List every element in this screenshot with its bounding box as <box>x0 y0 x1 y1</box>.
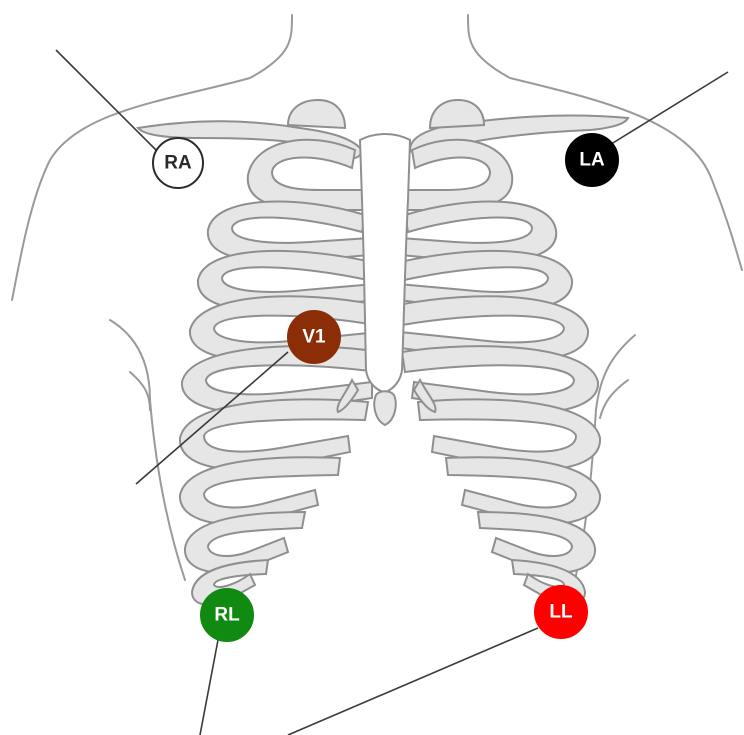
ll-electrode-label: LL <box>549 602 573 623</box>
ll-electrode[interactable]: LL <box>535 586 587 638</box>
rl-lead-wire <box>200 640 218 735</box>
ra-electrode[interactable]: RA <box>153 138 203 188</box>
v1-electrode[interactable]: V1 <box>288 311 340 363</box>
rl-electrode[interactable]: RL <box>201 589 253 641</box>
v1-electrode-label: V1 <box>302 327 326 348</box>
left-rib-cage <box>398 140 600 605</box>
la-electrode[interactable]: LA <box>566 134 618 186</box>
right-rib-cage <box>180 140 380 605</box>
ll-lead-wire <box>288 628 538 735</box>
la-lead-wire <box>608 72 728 146</box>
la-electrode-label: LA <box>579 150 605 171</box>
right-lung-apex <box>288 100 345 128</box>
ra-electrode-label: RA <box>164 153 192 174</box>
rl-electrode-label: RL <box>214 605 240 626</box>
sternum <box>337 134 435 425</box>
left-lung-apex <box>430 100 484 128</box>
